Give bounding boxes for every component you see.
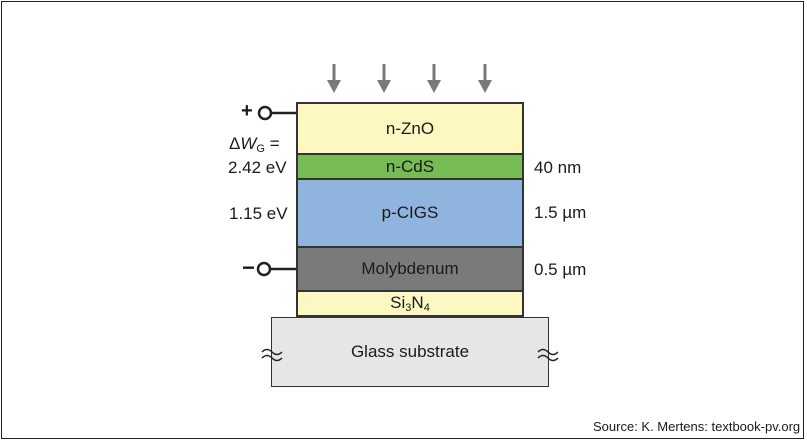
- light-arrow-icon: [327, 64, 341, 93]
- molybdenum-label: Molybdenum: [361, 259, 459, 278]
- minus-sign: −: [242, 255, 255, 280]
- source-credit: Source: K. Mertens: textbook-pv.org: [593, 419, 801, 434]
- light-arrow-icon: [377, 64, 391, 93]
- glass-substrate-layer: Glass substrate: [271, 317, 549, 387]
- positive-terminal-icon: [257, 105, 296, 121]
- light-arrow-icon: [478, 64, 492, 93]
- si3n4-layer: Si3N4: [296, 290, 524, 317]
- cds-bandgap-value: 2.42 eV: [228, 158, 287, 177]
- light-arrow-icon: [427, 64, 441, 93]
- cds-layer: n-CdS: [296, 153, 524, 180]
- bandgap-label: ΔWG =: [229, 134, 280, 155]
- light-arrows: [327, 64, 492, 93]
- cigs-thickness: 1.5 µm: [534, 203, 587, 222]
- zno-layer: n-ZnO: [296, 102, 524, 155]
- break-mark-right-icon: [537, 348, 559, 362]
- cigs-bandgap-value: 1.15 eV: [229, 204, 288, 223]
- break-mark-left-icon: [261, 348, 283, 362]
- si3n4-label: Si3N4: [390, 293, 430, 314]
- cigs-label: p-CIGS: [381, 203, 439, 222]
- zno-label: n-ZnO: [385, 118, 435, 138]
- cds-thickness: 40 nm: [534, 158, 582, 177]
- molybdenum-thickness: 0.5 µm: [534, 260, 587, 279]
- glass-substrate-label: Glass substrate: [350, 342, 470, 361]
- plus-sign: +: [241, 100, 253, 122]
- cds-label: n-CdS: [385, 156, 435, 176]
- negative-terminal-icon: [256, 261, 296, 277]
